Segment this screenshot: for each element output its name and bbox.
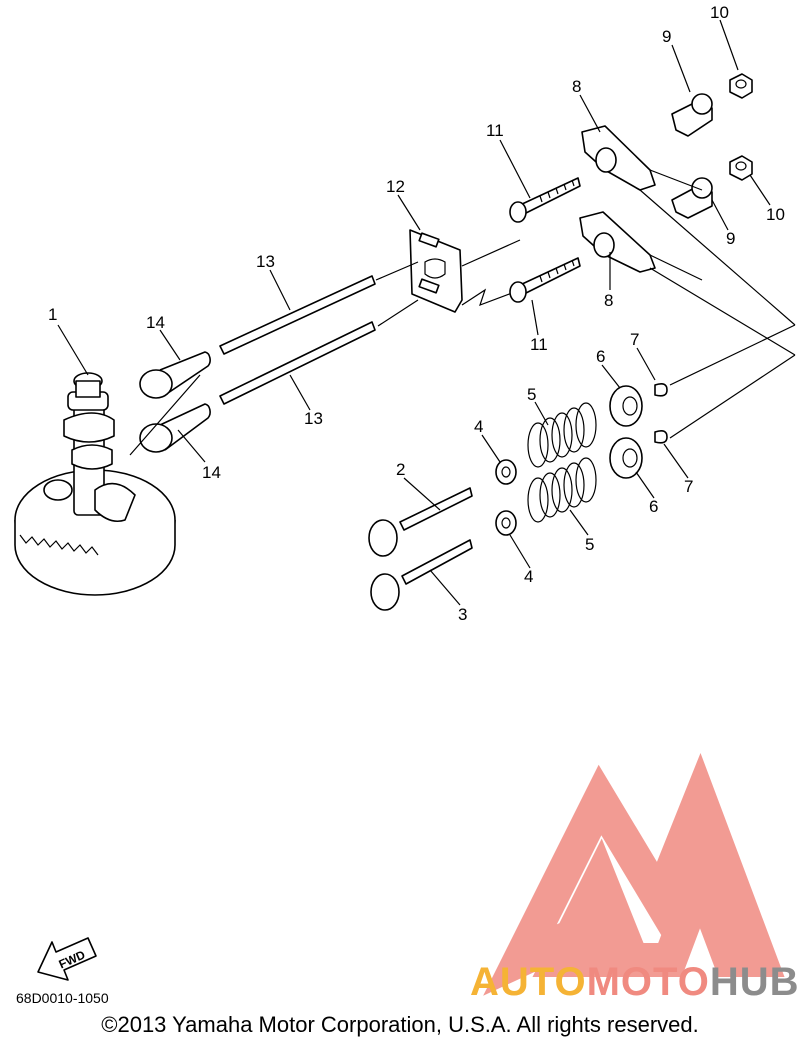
callout-10-lower: 10 [766,205,785,224]
rocker-stud-upper [509,177,581,223]
watermark-moto: MOTO [586,960,710,1004]
callout-8-upper: 8 [572,77,581,96]
callout-11-upper: 11 [486,121,504,140]
callout-4-upper: 4 [474,417,483,436]
push-rod-guide-plate [375,229,521,327]
valve-lifter-upper [139,351,211,399]
callout-10-upper: 10 [710,3,729,22]
callout-13-upper: 13 [256,252,275,271]
callout-numbers: 1 2 3 4 4 5 5 6 6 7 7 8 8 9 9 10 10 11 1… [48,3,785,624]
fwd-arrow-icon: FWD [37,937,97,981]
watermark-wordmark: AUTOMOTOHUB [470,960,800,1005]
callout-1: 1 [48,305,57,324]
rocker-arm-upper [581,125,656,191]
callout-5-lower: 5 [585,535,594,554]
push-rod-lower [219,321,376,405]
callout-6-upper: 6 [596,347,605,366]
callout-14-upper: 14 [146,313,165,332]
callout-8-lower: 8 [604,291,613,310]
valve-spring-upper [527,402,597,468]
push-rod-upper [219,275,376,355]
callout-3: 3 [458,605,467,624]
leader-lines [57,19,771,606]
callout-11-lower: 11 [530,335,548,354]
callout-4-lower: 4 [524,567,533,586]
lock-nut-lower [729,155,753,181]
valve-lifter-lower [139,403,211,453]
valve-stem-seal-upper [495,459,517,485]
callout-13-lower: 13 [304,409,323,428]
lock-nut-upper [729,73,753,99]
intake-valve [368,487,473,557]
rocker-stud-lower [509,257,581,303]
callout-14-lower: 14 [202,463,221,482]
callout-12: 12 [386,177,405,196]
valve-spring-lower [527,457,597,523]
callout-9-lower: 9 [726,229,735,248]
callout-5-upper: 5 [527,385,536,404]
rocker-arm-lower [579,211,656,273]
callout-9-upper: 9 [662,27,671,46]
valve-cotter-upper [654,383,668,397]
spring-retainer-lower [609,437,643,479]
drawing-code: 68D0010-1050 [16,990,109,1006]
watermark-auto: AUTO [470,960,587,1004]
watermark-hub: HUB [709,960,800,1004]
copyright-notice: ©2013 Yamaha Motor Corporation, U.S.A. A… [101,1012,699,1037]
watermark-logo [483,752,785,996]
pivot-nut-upper [671,93,713,137]
callout-7-upper: 7 [630,330,639,349]
callout-2: 2 [396,460,405,479]
exhaust-valve [370,539,473,611]
camshaft-gear [14,372,176,596]
valve-stem-seal-lower [495,510,517,536]
valve-cotter-lower [654,430,668,444]
pivot-nut-lower [671,177,713,219]
spring-retainer-upper [609,385,643,427]
callout-6-lower: 6 [649,497,658,516]
callout-7-lower: 7 [684,477,693,496]
